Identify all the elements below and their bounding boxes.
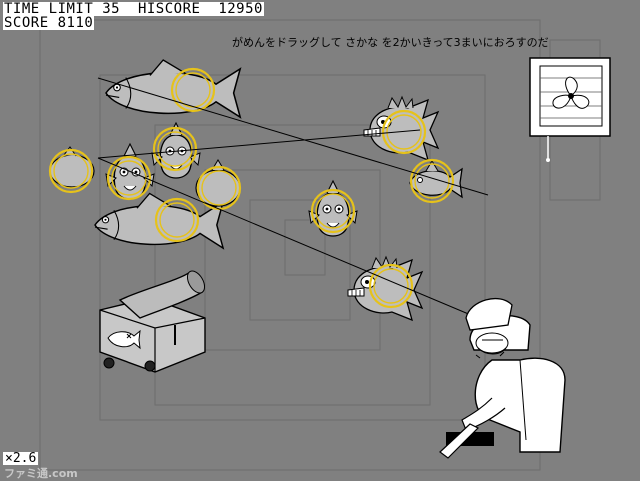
chef-icon [461, 297, 566, 453]
fan-icon [529, 57, 611, 162]
score-value: 8110 [57, 15, 94, 31]
fish-spiky-right[interactable] [363, 96, 439, 161]
instruction-text: がめんをドラッグして さかな を2かいきって3まいにおろすのだ [232, 36, 549, 49]
fish-icon [107, 329, 141, 350]
watermark-logo: ファミ通.com [4, 467, 78, 480]
hiscore-label: HISCORE [137, 1, 201, 17]
knife-icon[interactable] [439, 423, 494, 459]
score-multiplier: ×2.6 [3, 451, 39, 466]
hiscore-value: 12950 [218, 1, 263, 17]
hud-score-line: SCORE 8110 [3, 15, 95, 31]
slash-lines [97, 77, 489, 319]
hud-top-line: TIME LIMIT 35 HISCORE 12950 [3, 2, 264, 16]
cannon-icon [99, 270, 206, 373]
time-limit-label: TIME LIMIT [4, 1, 94, 17]
time-limit-value: 35 [102, 1, 121, 17]
background-room [39, 19, 601, 471]
score-label: SCORE [4, 15, 49, 31]
